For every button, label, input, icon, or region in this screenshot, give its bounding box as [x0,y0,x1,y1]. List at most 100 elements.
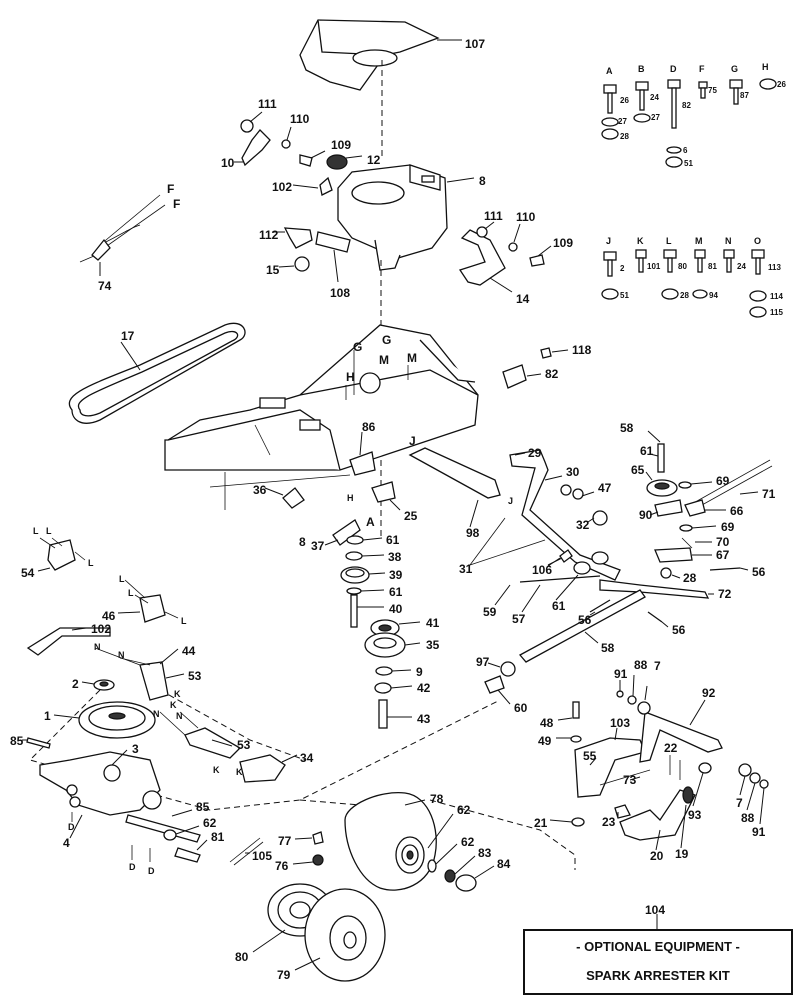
part-callout-53: 53 [237,738,251,752]
part-callout-79: 79 [277,968,291,982]
connection-letter-l: L [119,574,125,584]
part-callout-78: 78 [430,792,444,806]
hardware-kit-labels: A B D F G H 26 24 27 27 28 82 75 87 26 6… [606,62,786,317]
kit-number: 80 [678,262,687,271]
part-callout-107: 107 [465,37,485,51]
kit-number: 28 [620,132,629,141]
kit-number: 81 [708,262,717,271]
connection-letter-k: K [213,765,220,775]
part-callout-62: 62 [461,835,475,849]
part-callout-8: 8 [299,535,306,549]
bracket-14 [458,221,552,293]
kit-letter-l: L [666,236,672,246]
part-callout-61: 61 [389,585,403,599]
pulley-1 [53,701,156,739]
connection-letter-n: N [118,650,125,660]
part-callout-19: 19 [675,847,689,861]
connection-letter-n: N [94,642,101,652]
part-callout-105: 105 [252,849,272,863]
part-callout-9: 9 [416,665,423,679]
connection-letter-l: L [88,558,94,568]
part-callout-1: 1 [44,709,51,723]
part-callout-7: 7 [654,659,661,673]
part-callout-34: 34 [300,751,314,765]
part-callout-84: 84 [497,857,511,871]
connection-letter-l: L [46,526,52,536]
kit-number: 6 [683,146,688,155]
connection-letter-n: N [176,711,183,721]
part-callout-103: 103 [610,716,630,730]
part-callout-55: 55 [583,749,597,763]
part-callout-48: 48 [540,716,554,730]
optional-equipment-box: - OPTIONAL EQUIPMENT - SPARK ARRESTER KI… [523,914,793,995]
part-callout-31: 31 [459,562,473,576]
hardware-kit-row2 [601,249,767,318]
part-callout-10: 10 [221,156,235,170]
part-callout-67: 67 [716,548,730,562]
kit-number: 24 [650,93,659,102]
part-callout-110: 110 [290,112,310,126]
part-callout-41: 41 [426,616,440,630]
part-callout-90: 90 [639,508,653,522]
part-callout-91: 91 [752,825,766,839]
kit-number: 24 [737,262,746,271]
kit-number: 114 [770,292,783,301]
part-callout-44: 44 [182,644,196,658]
throttle-bracket-10 [234,111,363,196]
part-callout-72: 72 [718,587,732,601]
kit-letter-m: M [695,236,703,246]
kit-number: 94 [709,291,718,300]
part-callout-f: F [173,197,180,211]
part-callout-80: 80 [235,950,249,964]
part-callout-h: H [346,370,355,384]
part-callout-47: 47 [598,481,612,495]
pin-85 [22,737,51,749]
part-callout-f: F [167,182,174,196]
part-callout-20: 20 [650,849,664,863]
part-callout-58: 58 [601,641,615,655]
part-callout-102: 102 [272,180,292,194]
part-callout-35: 35 [426,638,440,652]
part-callout-36: 36 [253,483,267,497]
part-callout-15: 15 [266,263,280,277]
front-wheel-80-79 [252,883,386,982]
part-callout-37: 37 [311,539,325,553]
part-callout-106: 106 [532,563,552,577]
clip-97-60 [484,661,516,705]
kit-number: 115 [770,308,783,317]
kit-letter-k: K [637,236,644,246]
part-callout-25: 25 [404,509,418,523]
part-callout-69: 69 [716,474,730,488]
kit-number: 26 [777,80,786,89]
part-callout-76: 76 [275,859,289,873]
part-callout-71: 71 [762,487,776,501]
kit-letter-f: F [699,64,705,74]
connection-letter-l: L [181,616,187,626]
brake-pedal-assembly [549,674,769,851]
muffler-shield-107 [299,19,462,91]
part-callout-40: 40 [389,602,403,616]
connection-letter-j: J [508,496,513,506]
part-callout-60: 60 [514,701,528,715]
connection-letter-l: L [33,526,39,536]
part-callout-98: 98 [466,526,480,540]
lever-29-30 [469,449,621,581]
part-callout-88: 88 [741,811,755,825]
kit-number: 51 [620,291,629,300]
connection-letter-d: D [68,822,75,832]
part-callout-66: 66 [730,504,744,518]
part-callout-88: 88 [634,658,648,672]
part-callout-58: 58 [620,421,634,435]
kit-number: 27 [618,117,627,126]
part-callout-73: 73 [623,773,637,787]
part-callout-23: 23 [602,815,616,829]
part-callout-29: 29 [528,446,542,460]
kit-number: 26 [620,96,629,105]
rod-98 [408,447,501,528]
part-callout-30: 30 [566,465,580,479]
part-callout-74: 74 [98,279,112,293]
control-rods [494,549,646,663]
